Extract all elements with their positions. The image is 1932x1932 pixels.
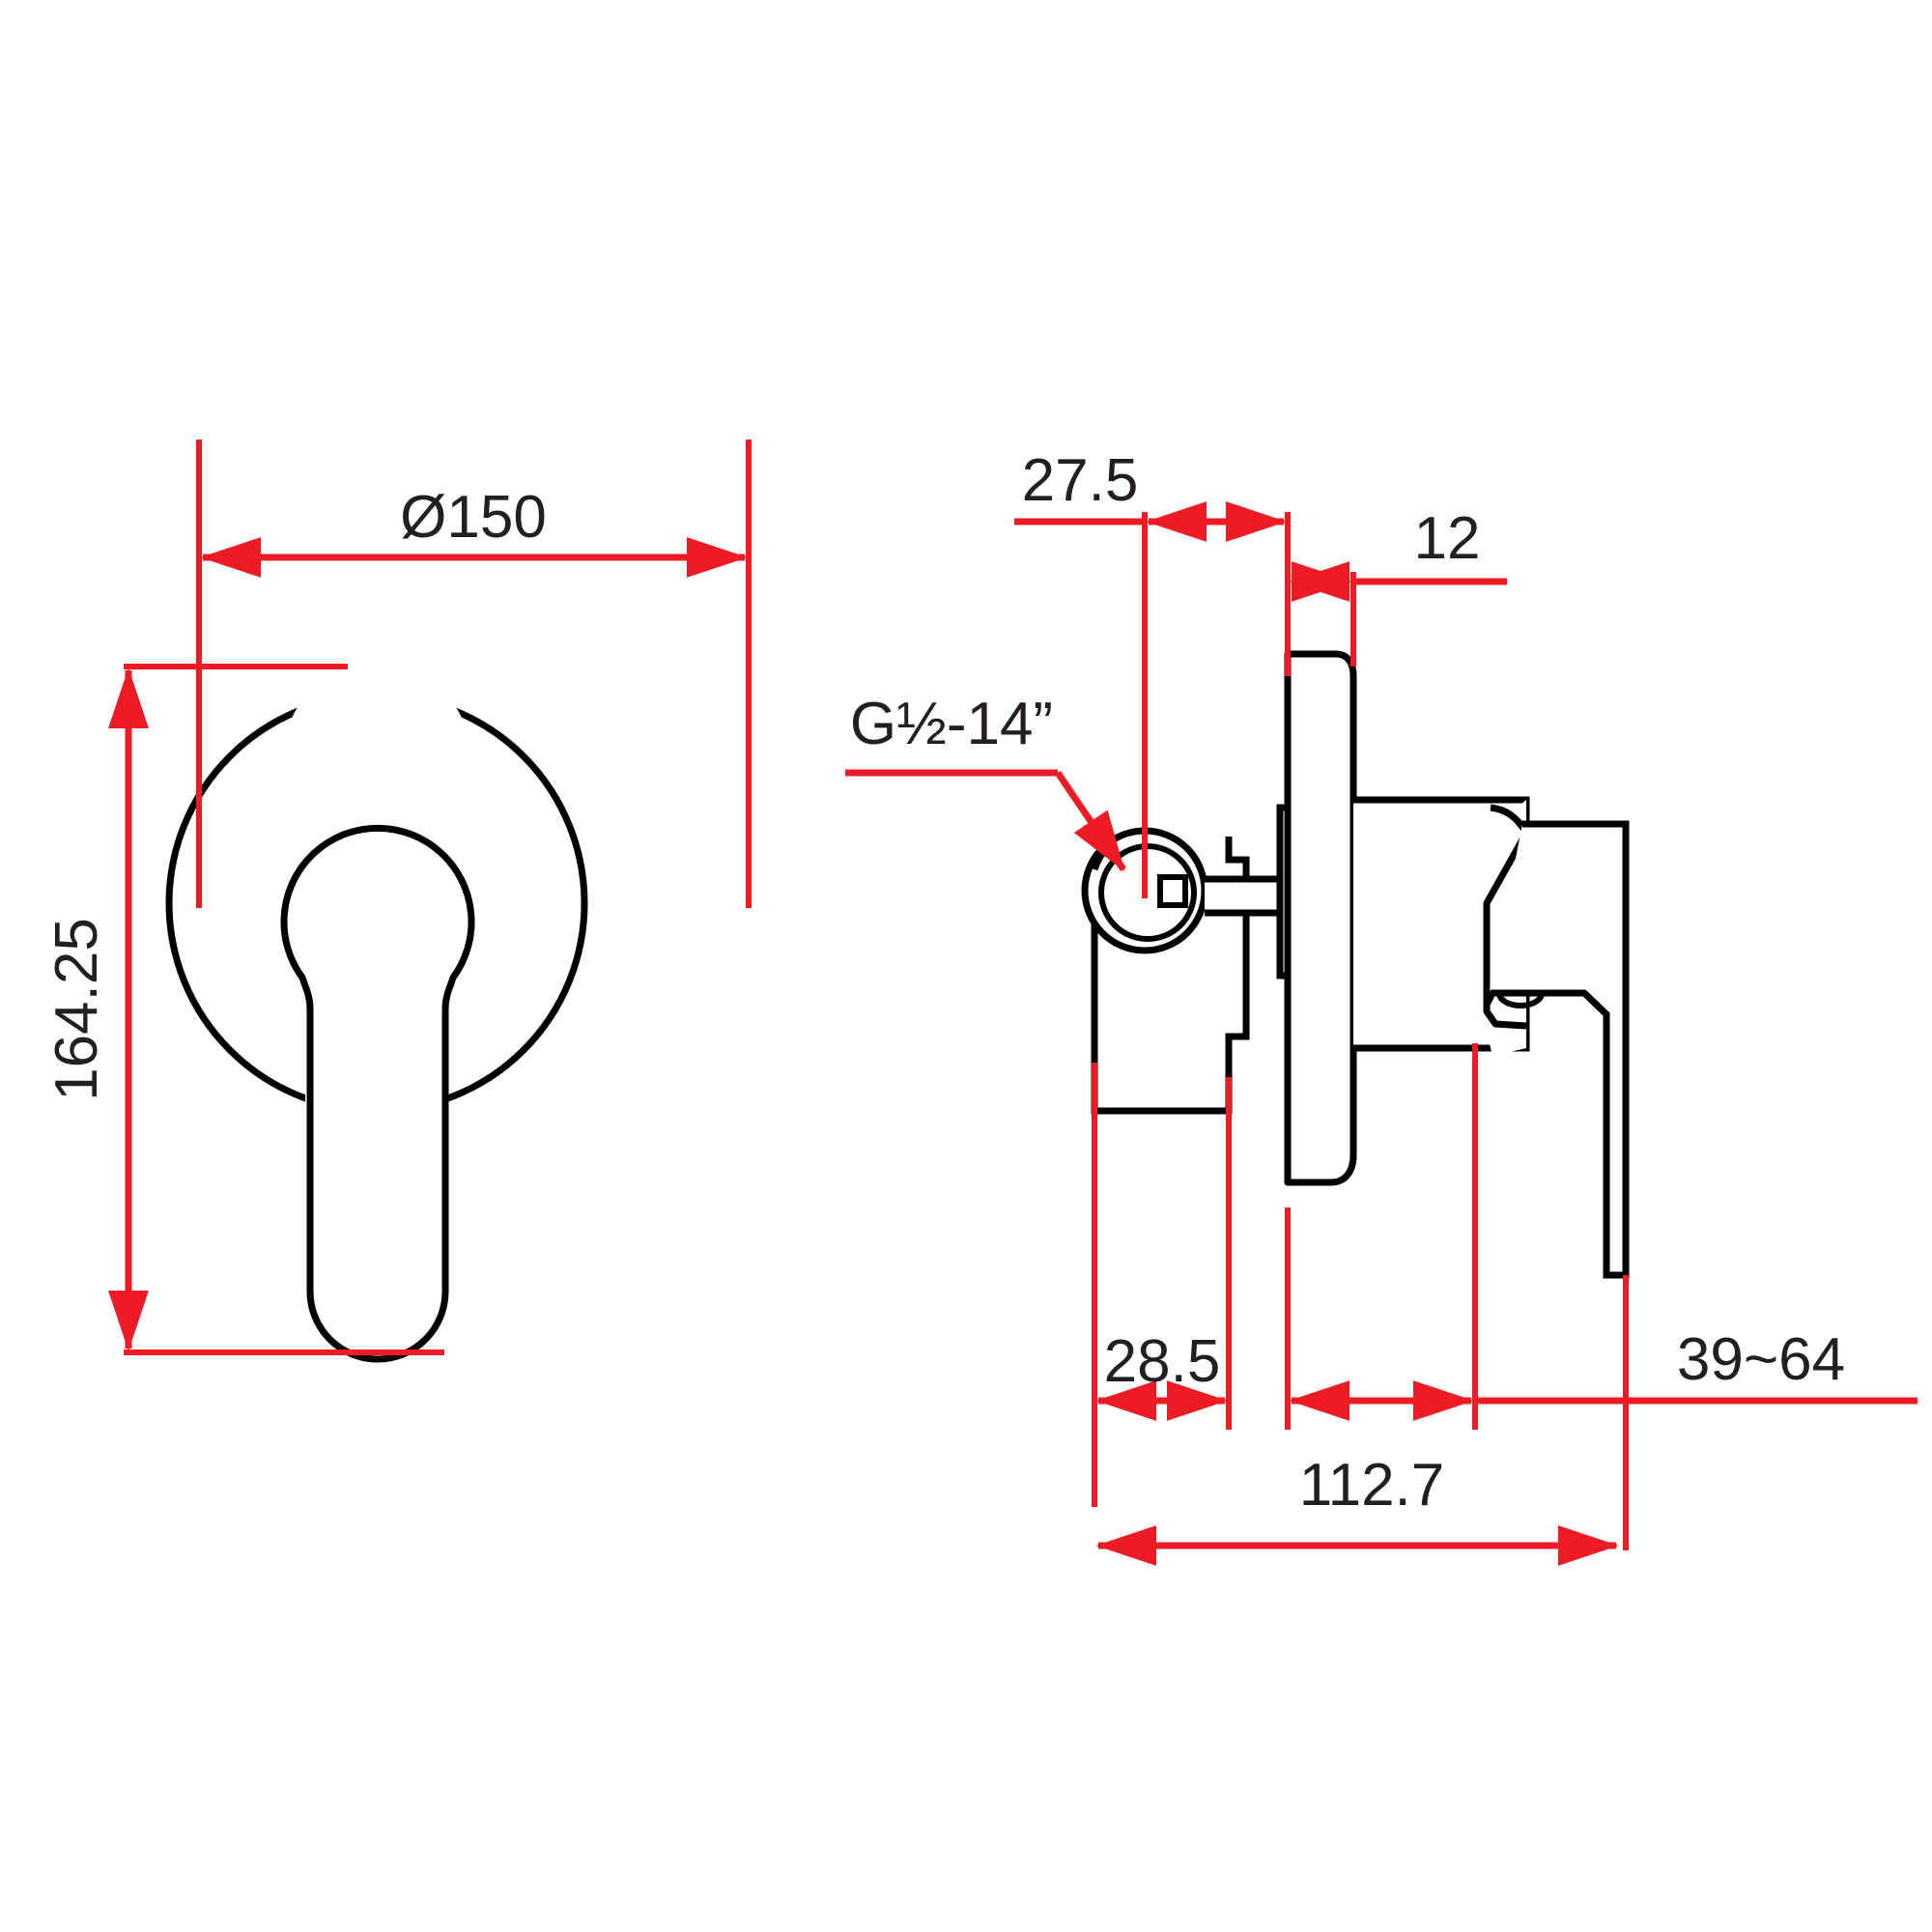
- front-view-dimensions: Ø150 164.25: [43, 440, 752, 1355]
- dim-label-3964: 39~64: [1677, 1326, 1845, 1393]
- dim-label-1127: 112.7: [1299, 1452, 1445, 1519]
- leader-line-thread-angled: [1055, 771, 1126, 872]
- annotation-label-thread: G½-14”: [850, 691, 1053, 757]
- wall-plate-outline: [1284, 650, 1357, 1186]
- side-view: [1081, 650, 1630, 1279]
- lever-handle-outline: [280, 824, 475, 1363]
- lever-underside-dimple: [1496, 992, 1545, 1009]
- side-view-dimensions: 27.5 12 G½-14” 28.5 112.7: [845, 447, 1918, 1566]
- front-view: [165, 664, 588, 1363]
- inlet-keyway-notch: [1157, 874, 1188, 908]
- handle-knob-fill: [283, 664, 471, 851]
- dim-label-diameter-150: Ø150: [400, 484, 547, 551]
- lever-arm-outline: [1483, 820, 1630, 1279]
- dim-label-285: 28.5: [1104, 1328, 1221, 1395]
- handle-neck-curve: [1483, 804, 1530, 1030]
- dim-label-275: 27.5: [1022, 447, 1139, 514]
- dim-label-height-164: 164.25: [43, 918, 110, 1101]
- valve-spindle: [1205, 875, 1284, 917]
- dim-label-12: 12: [1414, 505, 1481, 572]
